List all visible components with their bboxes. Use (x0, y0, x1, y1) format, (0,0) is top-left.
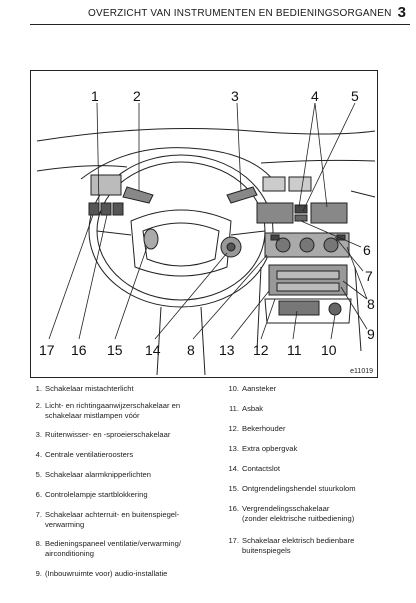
page-number: 3 (397, 4, 406, 21)
legend-item: 16.Vergrendelingsschakelaar (zonder elek… (224, 504, 410, 536)
callout-1: 1 (91, 88, 99, 104)
dashboard-illustration: 1 2 3 4 5 6 7 8 9 17 16 15 14 8 13 12 11… (30, 70, 378, 378)
header-divider (30, 24, 410, 25)
legend-item: 9.(Inbouwruimte voor) audio-installatie (32, 569, 222, 583)
callout-8-bottom: 8 (187, 342, 195, 358)
legend-number: 15. (228, 484, 239, 493)
callout-9: 9 (367, 326, 375, 342)
callout-16: 16 (71, 342, 87, 358)
center-vent-right (310, 202, 348, 224)
light-stalk (122, 186, 154, 204)
legend-text: Extra opbergvak (242, 444, 298, 453)
legend-number: 3. (35, 430, 42, 439)
switch-1 (112, 202, 124, 216)
legend-number: 17. (228, 536, 239, 545)
page-header: OVERZICHT VAN INSTRUMENTEN EN BEDIENINGS… (0, 0, 416, 28)
legend-text: Licht- en richtingaanwijzerschakelaar en… (45, 401, 181, 420)
legend-number: 12. (228, 424, 239, 433)
hazard-switch (294, 204, 308, 214)
legend-text: Schakelaar alarmknipperlichten (45, 470, 151, 479)
cluster-hood (80, 147, 282, 192)
callout-7: 7 (365, 268, 373, 284)
legend-number: 10. (228, 384, 239, 393)
callout-12: 12 (253, 342, 269, 358)
callout-5: 5 (351, 88, 359, 104)
callout-8-right: 8 (367, 296, 375, 312)
legend-number: 7. (35, 510, 42, 519)
legend-text: Centrale ventilatieroosters (45, 450, 134, 459)
callout-11: 11 (287, 342, 302, 358)
section-title: OVERZICHT VAN INSTRUMENTEN EN BEDIENINGS… (88, 8, 392, 19)
legend-item: 1.Schakelaar mistachterlicht (32, 384, 222, 401)
legend-text: Contactslot (242, 464, 280, 473)
legend-text: Schakelaar elektrisch bedienbare buitens… (242, 536, 355, 555)
legend-text: Controlelampje startblokkering (45, 490, 148, 499)
callout-14: 14 (145, 342, 161, 358)
callout-10: 10 (321, 342, 337, 358)
legend-number: 9. (35, 569, 42, 578)
storage-tray (264, 298, 352, 324)
legend-text: Bekerhouder (242, 424, 286, 433)
legend-number: 5. (35, 470, 42, 479)
legend-item: 8.Bedieningspaneel ventilatie/verwarming… (32, 539, 222, 569)
legend-item: 5.Schakelaar alarmknipperlichten (32, 470, 222, 490)
callout-6: 6 (363, 242, 371, 258)
legend-number: 6. (35, 490, 42, 499)
legend-item: 3.Ruitenwisser- en -sproeierschakelaar (32, 430, 222, 450)
wiper-stalk (226, 186, 258, 204)
switch-16 (100, 202, 112, 216)
legend-text: Ontgrendelingshendel stuurkolom (242, 484, 356, 493)
legend-item: 6.Controlelampje startblokkering (32, 490, 222, 510)
dashboard-drawing (36, 102, 376, 376)
legend-item: 11.Asbak (224, 404, 410, 424)
ashtray (278, 300, 320, 316)
legend-number: 11. (229, 404, 239, 413)
callout-15: 15 (107, 342, 123, 358)
legend-item: 12.Bekerhouder (224, 424, 410, 444)
callout-2: 2 (133, 88, 141, 104)
callout-17: 17 (39, 342, 55, 358)
callout-13: 13 (219, 342, 235, 358)
legend-number: 14. (228, 464, 239, 473)
legend-text: Ruitenwisser- en -sproeierschakelaar (45, 430, 171, 439)
figure-code: e11019 (350, 368, 373, 375)
legend-text: Schakelaar achterruit- en buitenspiegel-… (45, 510, 180, 529)
callout-4: 4 (311, 88, 319, 104)
column-release-lever (143, 228, 159, 250)
legend-item: 10.Aansteker (224, 384, 410, 404)
dash-top-line (36, 128, 376, 142)
legend-left-column: 1.Schakelaar mistachterlicht 2.Licht- en… (32, 384, 222, 583)
legend-item: 4.Centrale ventilatieroosters (32, 450, 222, 470)
radio-top (262, 176, 286, 192)
cigarette-lighter (328, 302, 342, 316)
legend-item: 17.Schakelaar elektrisch bedienbare buit… (224, 536, 410, 560)
legend-text: (Inbouwruimte voor) audio-installatie (45, 569, 168, 578)
legend-item: 14.Contactslot (224, 464, 410, 484)
legend-item: 15.Ontgrendelingshendel stuurkolom (224, 484, 410, 504)
left-vent (90, 174, 122, 196)
legend-number: 2. (35, 401, 42, 410)
legend-item: 2.Licht- en richtingaanwijzerschakelaar … (32, 401, 222, 430)
legend-right-column: 10.Aansteker 11.Asbak 12.Bekerhouder 13.… (224, 384, 410, 560)
legend-number: 8. (35, 539, 42, 548)
legend-item: 7.Schakelaar achterruit- en buitenspiege… (32, 510, 222, 539)
legend-text: Bedieningspaneel ventilatie/verwarming/ … (45, 539, 181, 558)
switch-17 (88, 202, 100, 216)
legend-text: Asbak (242, 404, 264, 413)
legend-number: 1. (35, 384, 42, 393)
center-vent-left (256, 202, 294, 224)
legend-number: 4. (35, 450, 42, 459)
steering-wheel-rim (88, 154, 274, 308)
legend-text: Aansteker (242, 384, 277, 393)
legend-text: Schakelaar mistachterlicht (45, 384, 134, 393)
legend-number: 16. (228, 504, 239, 513)
callout-3: 3 (231, 88, 239, 104)
legend-item: 13.Extra opbergvak (224, 444, 410, 464)
legend-number: 13. (228, 444, 239, 453)
legend-text: Vergrendelingsschakelaar (zonder elektri… (242, 504, 355, 523)
